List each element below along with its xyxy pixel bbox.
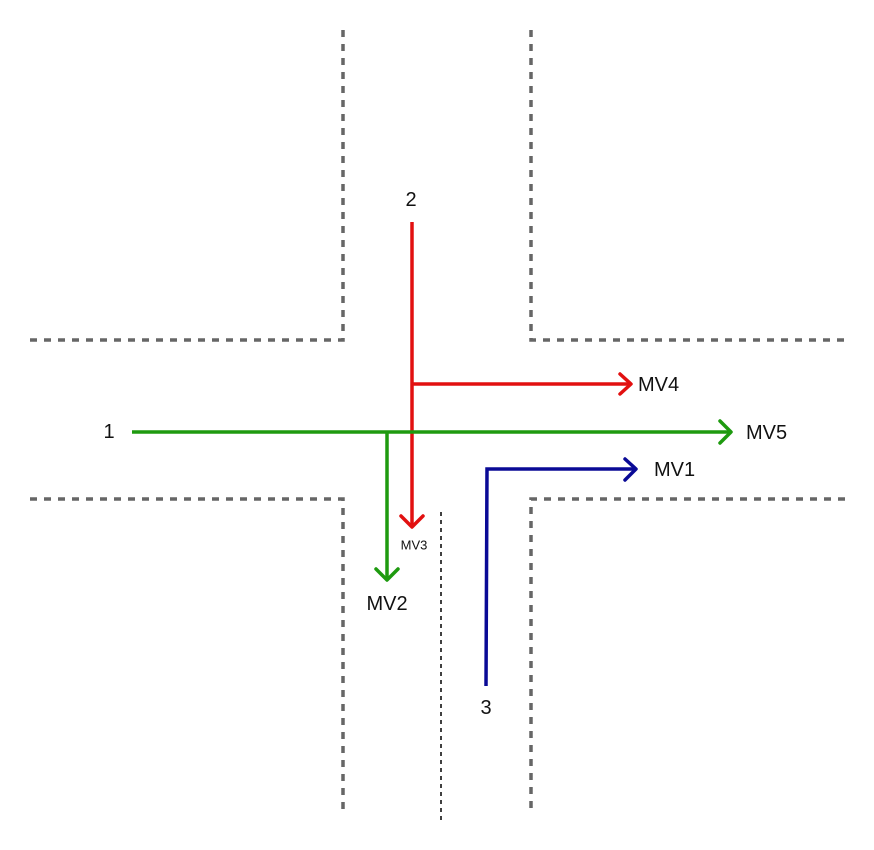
approach-1-movements [132,419,733,582]
mv1-arrowhead-icon [623,457,638,482]
approach-3-movements [484,457,638,687]
mv5-label: MV5 [746,422,787,444]
mv2-arrowhead-icon [374,567,400,582]
approach-2-label: 2 [405,189,416,211]
road-edge-top-right [529,30,845,342]
mv1-line [484,467,636,687]
road-edge-top-left [30,30,345,342]
approach-2-movements [399,222,633,529]
mv1-label: MV1 [654,459,695,481]
mv3-arrowhead-icon [399,514,425,529]
mv3-label: MV3 [401,538,428,553]
mv4-label: MV4 [638,374,679,396]
approach-1-label: 1 [103,421,114,443]
mv5-arrowhead-icon [718,419,733,445]
mv4-arrowhead-icon [618,372,633,396]
road-edges [30,30,845,812]
road-edge-bottom-left [30,497,345,812]
mv2-label: MV2 [366,593,407,615]
road-edge-bottom-right [529,497,845,812]
approach-3-label: 3 [480,697,491,719]
